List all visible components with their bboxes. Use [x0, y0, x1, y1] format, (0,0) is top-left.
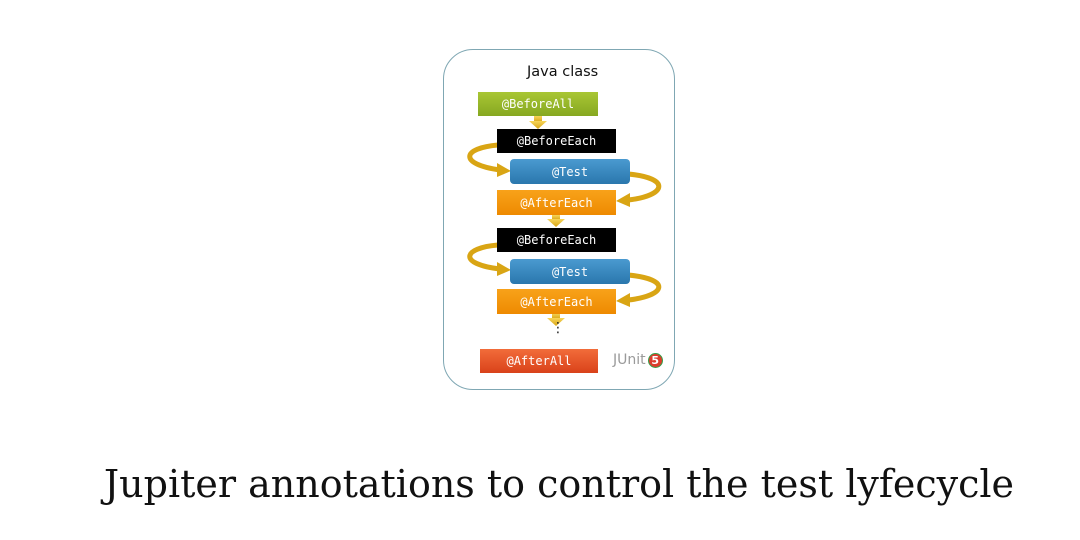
junit-badge: 5 — [647, 352, 663, 368]
junit-logo-text: JUnit — [613, 352, 646, 368]
after-all-box: @AfterAll — [480, 349, 598, 373]
before-each-box-2: @BeforeEach — [497, 228, 616, 252]
after-each-box-1: @AfterEach — [497, 190, 616, 215]
ellipsis-dots: ⋮ — [551, 320, 565, 336]
after-each-box-2: @AfterEach — [497, 289, 616, 314]
test-box-2: @Test — [510, 259, 630, 284]
test-box-1: @Test — [510, 159, 630, 184]
before-each-box-1: @BeforeEach — [497, 129, 616, 153]
slide-caption: Jupiter annotations to control the test … — [103, 462, 1015, 506]
junit5-logo: JUnit 5 — [613, 352, 663, 368]
before-all-box: @BeforeAll — [478, 92, 598, 116]
diagram-title: Java class — [527, 64, 599, 80]
